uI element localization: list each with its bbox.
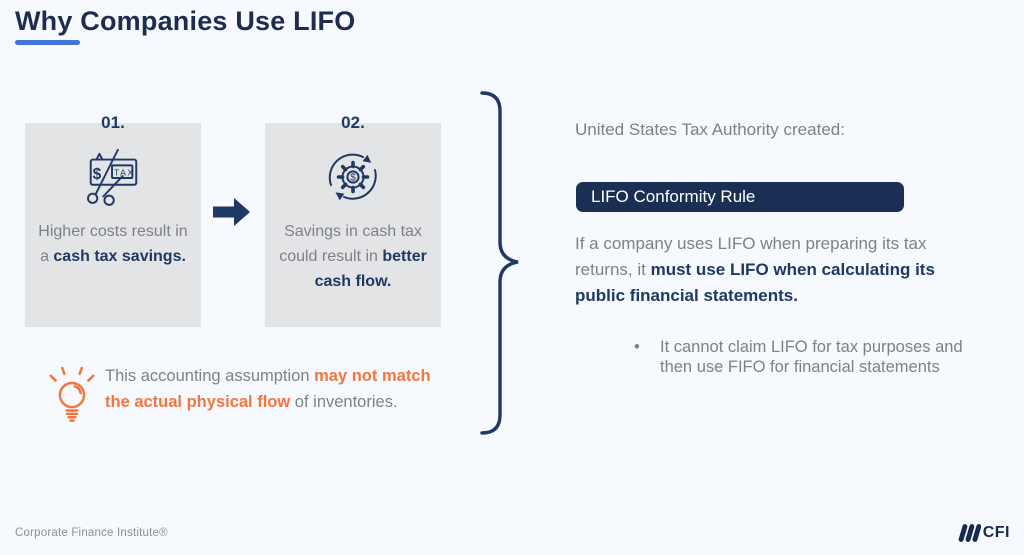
svg-text:$: $ — [93, 166, 102, 183]
brace — [478, 90, 524, 436]
bullet-marker: • — [634, 338, 640, 356]
step-number-2: 02. — [341, 113, 365, 132]
step-text-2-bold: better cash flow. — [314, 248, 427, 290]
page-title: Why Companies Use LIFO — [15, 6, 356, 36]
bullet-text: It cannot claim LIFO for tax purposes an… — [660, 338, 963, 376]
body-text: If a company uses LIFO when preparing it… — [575, 231, 967, 309]
cfi-logo-text: CFI — [982, 524, 1010, 541]
title-underline — [15, 40, 80, 45]
step-number-1: 01. — [101, 113, 125, 132]
body-plain: If a company uses LIFO when preparing it… — [575, 234, 927, 279]
note-prefix: This accounting assumption — [105, 367, 315, 385]
cfi-logo: CFI — [955, 521, 1010, 545]
cash-flow-cycle-icon: $ — [321, 145, 385, 209]
brand-text: Corporate Finance Institute® — [15, 527, 168, 539]
body-bold: must use LIFO when calculating its publi… — [575, 260, 935, 305]
step-text-2: Savings in cash tax could result in bett… — [275, 219, 431, 294]
step-text-1-bold: cash tax savings. — [53, 248, 186, 265]
intro-text: United States Tax Authority created: — [575, 120, 845, 139]
arrow-right-icon — [213, 197, 251, 227]
lightbulb-icon — [45, 364, 99, 428]
step-box-2: 02. $ — [265, 113, 441, 327]
lifo-conformity-rule-badge: LIFO Conformity Rule — [576, 182, 904, 212]
cfi-logo-bars — [958, 524, 981, 542]
note-text: This accounting assumption may not match… — [105, 364, 439, 415]
svg-text:TAX: TAX — [114, 168, 135, 178]
step-text-1-plain: Higher costs result in a — [38, 223, 188, 265]
note-suffix: of inventories. — [290, 392, 398, 411]
tax-savings-icon: $ TAX — [82, 145, 144, 209]
step-text-1: Higher costs result in a cash tax saving… — [35, 219, 191, 269]
svg-text:$: $ — [350, 173, 356, 184]
step-text-2-plain: Savings in cash tax could result in — [279, 223, 422, 265]
note-highlight: may not match the actual physical flow — [105, 367, 431, 411]
bullet-item: • It cannot claim LIFO for tax purposes … — [634, 338, 964, 377]
step-box-1: 01. $ TAX Higher costs result in a cash … — [25, 113, 201, 327]
